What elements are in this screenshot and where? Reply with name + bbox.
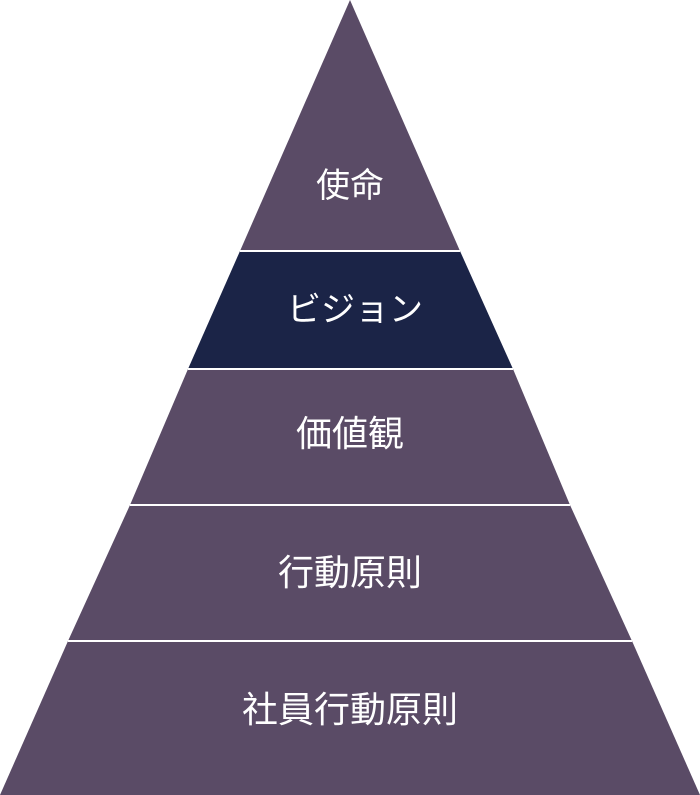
tier-vision-shape [188, 251, 513, 369]
tier-mission-label: 使命 [316, 166, 384, 206]
tier-mission-shape [240, 0, 460, 251]
tier-principles-label: 行動原則 [278, 553, 422, 594]
tier-values-shape [130, 369, 570, 505]
tier-employee-principles-shape [0, 641, 700, 795]
tier-values-label: 価値観 [296, 414, 404, 455]
tier-employee-principles-label: 社員行動原則 [242, 690, 458, 731]
tier-vision-label: ビジョン [287, 290, 423, 330]
tier-principles-shape [68, 505, 632, 641]
